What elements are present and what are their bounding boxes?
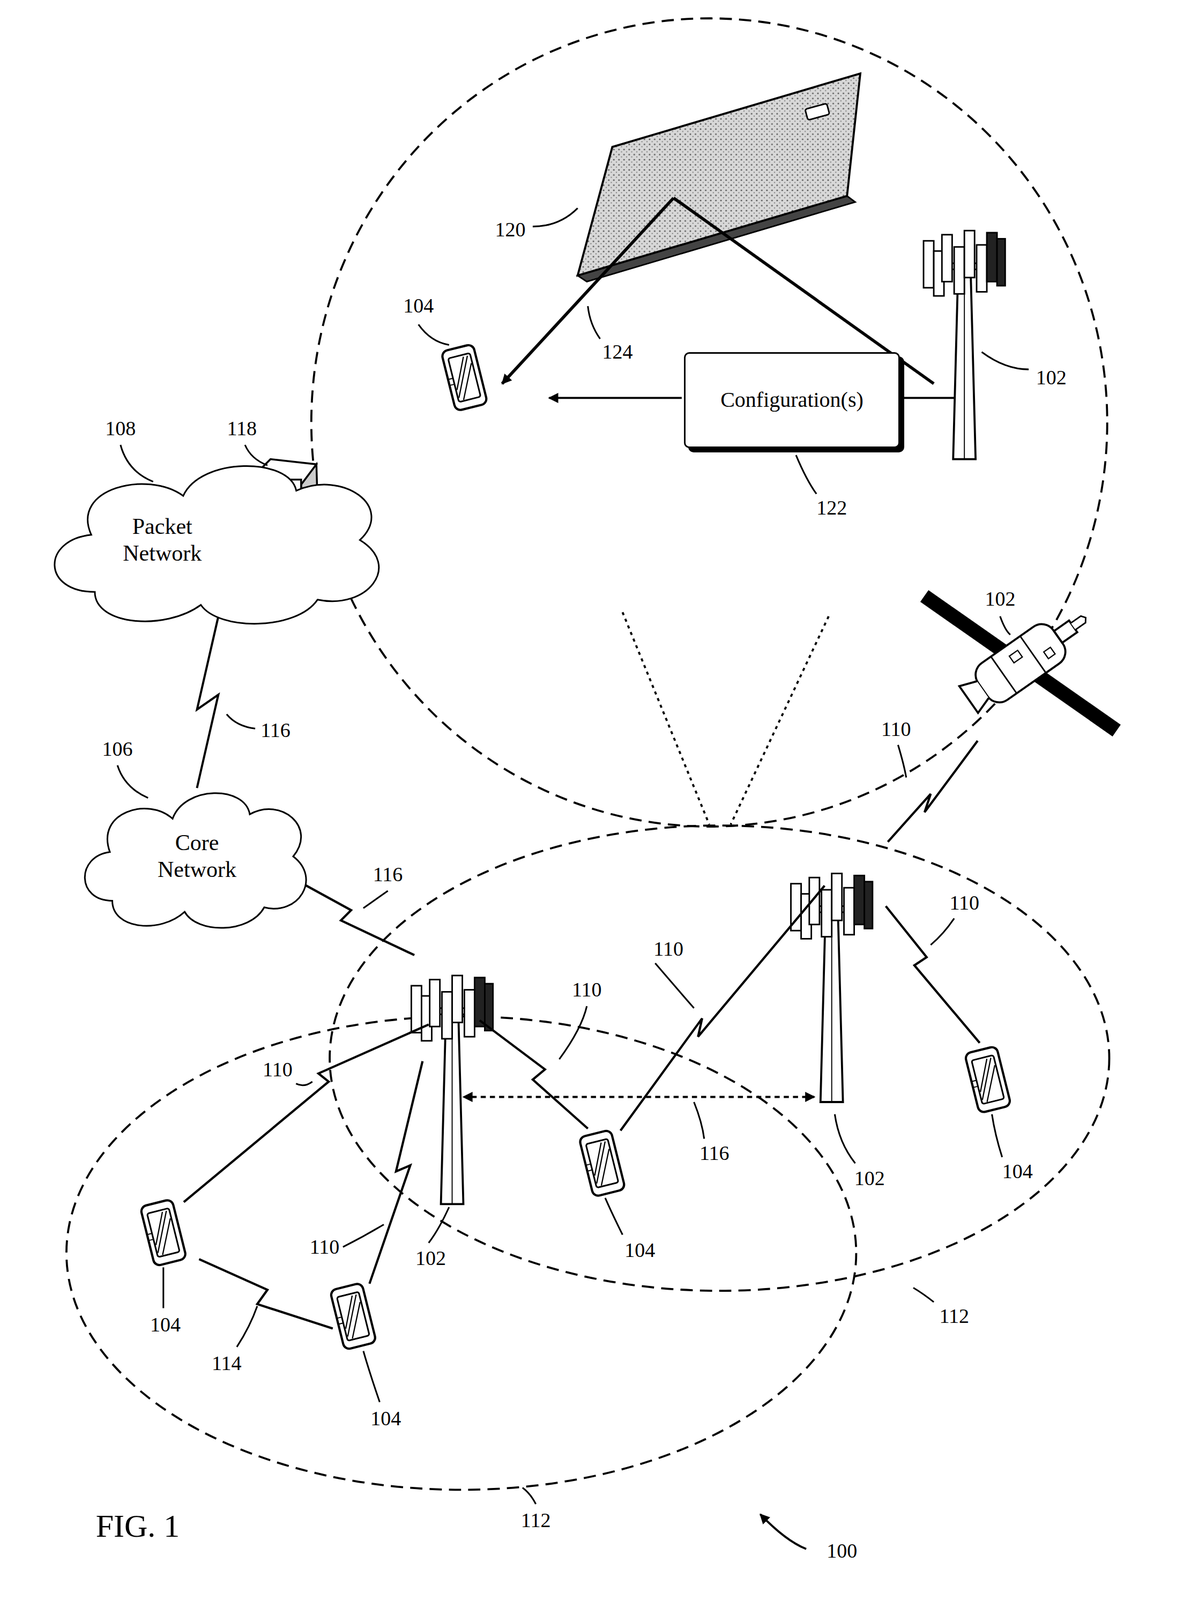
network-cloud: Core Network bbox=[76, 778, 318, 934]
callout-number: 110 bbox=[307, 1236, 342, 1259]
callout-number: 116 bbox=[258, 719, 293, 742]
callout-number: 110 bbox=[947, 891, 982, 915]
wireless-link bbox=[183, 740, 980, 1329]
user-equipment bbox=[964, 1045, 1012, 1114]
base-station bbox=[791, 873, 873, 1103]
base-station bbox=[923, 230, 1006, 459]
callout-number: 118 bbox=[224, 417, 259, 441]
reflected-signal bbox=[502, 197, 674, 384]
callout-number: 102 bbox=[982, 587, 1018, 611]
callout-number: 110 bbox=[879, 718, 914, 741]
callout-number: 110 bbox=[651, 938, 686, 961]
network-link bbox=[196, 616, 219, 789]
callout-number: 102 bbox=[1033, 366, 1069, 390]
base-station bbox=[411, 975, 493, 1204]
callout-number: 108 bbox=[102, 417, 138, 441]
callout-number: 112 bbox=[936, 1305, 972, 1328]
surface-controller bbox=[805, 103, 830, 121]
callout-number: 116 bbox=[370, 863, 406, 887]
backhaul-link bbox=[471, 1096, 815, 1099]
figure-label: FIG. 1 bbox=[93, 1508, 183, 1544]
user-equipment bbox=[330, 1282, 377, 1351]
zoom-ellipse bbox=[311, 18, 1108, 827]
callout-number: 104 bbox=[400, 294, 436, 318]
node-label: Configuration(s) bbox=[720, 386, 864, 413]
callout-number: 104 bbox=[622, 1239, 658, 1262]
configuration-box: Configuration(s) bbox=[683, 352, 901, 449]
callout-number: 122 bbox=[814, 496, 850, 520]
callout-number: 102 bbox=[413, 1247, 449, 1270]
callout-number: 102 bbox=[852, 1167, 888, 1190]
cloud-outline bbox=[41, 449, 396, 631]
callout-number: 106 bbox=[99, 738, 135, 761]
satellite bbox=[904, 525, 1151, 792]
config-arrow bbox=[548, 397, 682, 400]
user-equipment bbox=[441, 344, 488, 412]
network-cloud: Packet Network bbox=[41, 449, 396, 631]
reflective-surface bbox=[577, 73, 861, 276]
callout-number: 100 bbox=[824, 1539, 860, 1563]
callout-number: 112 bbox=[518, 1509, 554, 1532]
callout-number: 114 bbox=[209, 1352, 244, 1375]
config-line bbox=[902, 397, 956, 400]
callout-number: 120 bbox=[493, 218, 528, 242]
figure-pointer bbox=[760, 1514, 807, 1550]
callout-number: 104 bbox=[1000, 1160, 1036, 1183]
node-label: Packet Network bbox=[106, 512, 219, 568]
coverage-area bbox=[329, 825, 1109, 1291]
callout-number: 104 bbox=[368, 1407, 404, 1431]
callout-number: 110 bbox=[260, 1058, 295, 1082]
callout-number: 110 bbox=[569, 978, 605, 1002]
callout-number: 116 bbox=[697, 1142, 732, 1165]
user-equipment bbox=[139, 1199, 187, 1267]
callout-number: 124 bbox=[599, 340, 635, 364]
coverage-area bbox=[66, 1016, 856, 1490]
callout-number: 104 bbox=[147, 1313, 183, 1337]
cloud-outline bbox=[76, 778, 318, 934]
user-equipment bbox=[578, 1129, 626, 1197]
zoom-line bbox=[622, 612, 829, 825]
node-label: Core Network bbox=[140, 829, 253, 884]
